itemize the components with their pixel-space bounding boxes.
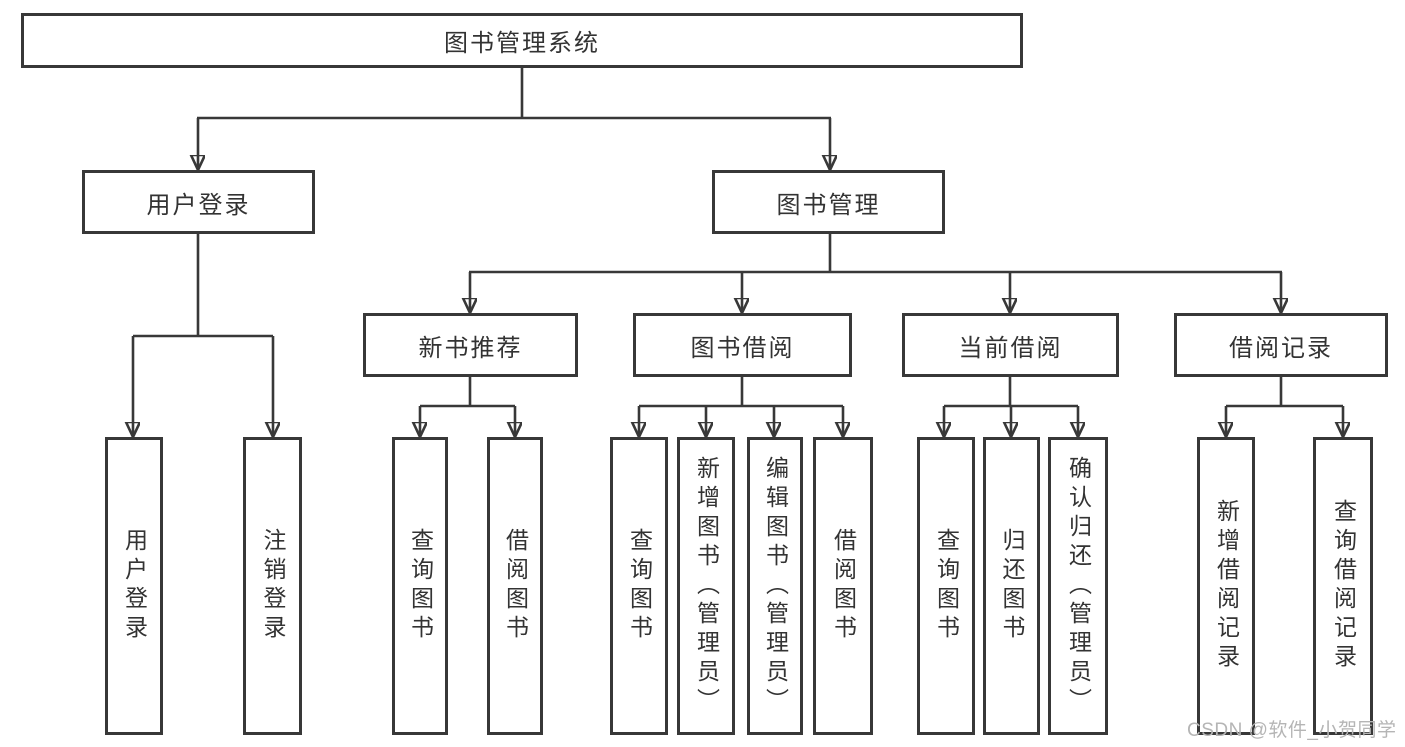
leaf-add-books-admin: 新增图书（管理员） bbox=[677, 437, 735, 735]
node-label: 归还图书 bbox=[999, 528, 1025, 644]
leaf-query-books-recommend: 查询图书 bbox=[392, 437, 448, 735]
node-label: 借阅图书 bbox=[502, 528, 529, 644]
leaf-query-books-borrowing: 查询图书 bbox=[610, 437, 668, 735]
node-label: 查询借阅记录 bbox=[1330, 499, 1357, 673]
node-label: 用户登录 bbox=[146, 191, 251, 219]
leaf-query-books-current: 查询图书 bbox=[917, 437, 975, 735]
leaf-add-borrow-record: 新增借阅记录 bbox=[1197, 437, 1255, 735]
node-book-borrowing: 图书借阅 bbox=[633, 313, 852, 377]
node-book-management: 图书管理 bbox=[712, 170, 945, 234]
csdn-watermark: CSDN @软件_小贺同学 bbox=[1187, 720, 1397, 741]
node-label: 编辑图书（管理员） bbox=[762, 455, 789, 717]
leaf-borrow-books: 借阅图书 bbox=[813, 437, 873, 735]
node-label: 查询图书 bbox=[933, 528, 960, 644]
node-borrowing-records: 借阅记录 bbox=[1174, 313, 1388, 377]
node-label: 新增图书（管理员） bbox=[693, 455, 720, 717]
node-current-borrowing: 当前借阅 bbox=[902, 313, 1119, 377]
node-label: 图书管理 bbox=[776, 191, 881, 219]
node-root-library-system: 图书管理系统 bbox=[21, 13, 1023, 68]
node-label: 注销登录 bbox=[260, 528, 286, 644]
leaf-user-login: 用户登录 bbox=[105, 437, 163, 735]
leaf-edit-books-admin: 编辑图书（管理员） bbox=[747, 437, 803, 735]
leaf-logout: 注销登录 bbox=[243, 437, 302, 735]
node-label: 借阅记录 bbox=[1229, 334, 1333, 362]
leaf-confirm-return-admin: 确认归还（管理员） bbox=[1048, 437, 1108, 735]
leaf-return-books: 归还图书 bbox=[983, 437, 1040, 735]
node-label: 查询图书 bbox=[626, 528, 653, 644]
node-new-book-recommendation: 新书推荐 bbox=[363, 313, 578, 377]
node-label: 确认归还（管理员） bbox=[1065, 455, 1092, 717]
node-label: 借阅图书 bbox=[830, 528, 857, 644]
node-user-login: 用户登录 bbox=[82, 170, 315, 234]
node-label: 图书管理系统 bbox=[444, 30, 600, 57]
node-label: 当前借阅 bbox=[958, 334, 1063, 362]
node-label: 新书推荐 bbox=[418, 334, 523, 362]
node-label: 用户登录 bbox=[121, 528, 148, 644]
node-label: 图书借阅 bbox=[690, 334, 795, 362]
node-label: 新增借阅记录 bbox=[1213, 499, 1240, 673]
leaf-query-borrow-record: 查询借阅记录 bbox=[1313, 437, 1373, 735]
leaf-borrow-books-recommend: 借阅图书 bbox=[487, 437, 543, 735]
node-label: 查询图书 bbox=[407, 528, 434, 644]
